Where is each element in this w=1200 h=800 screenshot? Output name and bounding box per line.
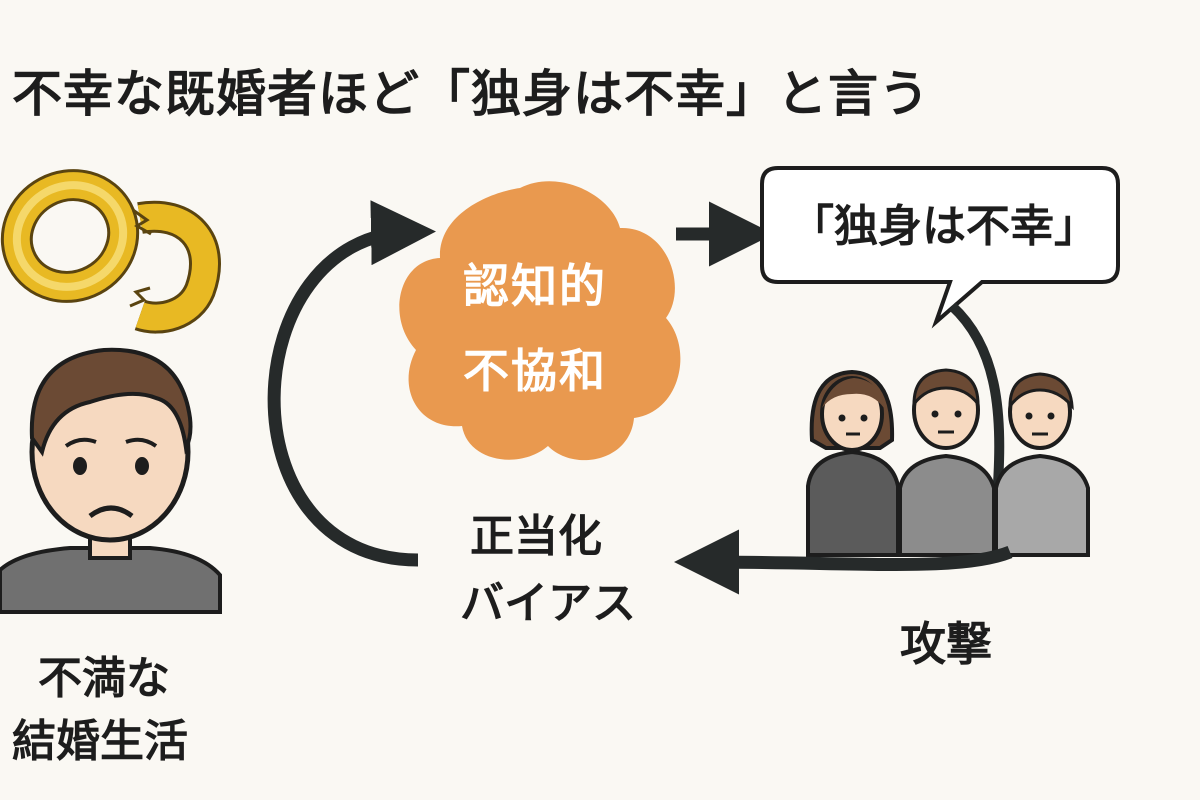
bias-label-line2: バイアス — [460, 578, 636, 629]
cloud-label-line2: 不協和 — [463, 344, 607, 398]
justification-arrow — [267, 200, 436, 567]
cloud-label-line1: 認知的 — [463, 259, 607, 313]
attack-arrow — [674, 529, 1013, 595]
broken-ring-icon — [0, 169, 221, 334]
group-of-people-icon — [806, 368, 1090, 557]
dissatisfied-label-line1: 不満な — [38, 653, 170, 704]
cognitive-dissonance-cloud — [399, 181, 681, 461]
speech-bubble-text: 「独身は不幸」 — [790, 201, 1098, 252]
speech-bubble — [760, 166, 1120, 329]
unhappy-man-icon — [0, 347, 222, 614]
attack-label: 攻撃 — [900, 617, 992, 671]
dissatisfied-label-line2: 結婚生活 — [12, 716, 188, 767]
page-title: 不幸な既婚者ほど「独身は不幸」と言う — [12, 65, 930, 123]
bias-label-line1: 正当化 — [470, 511, 602, 562]
